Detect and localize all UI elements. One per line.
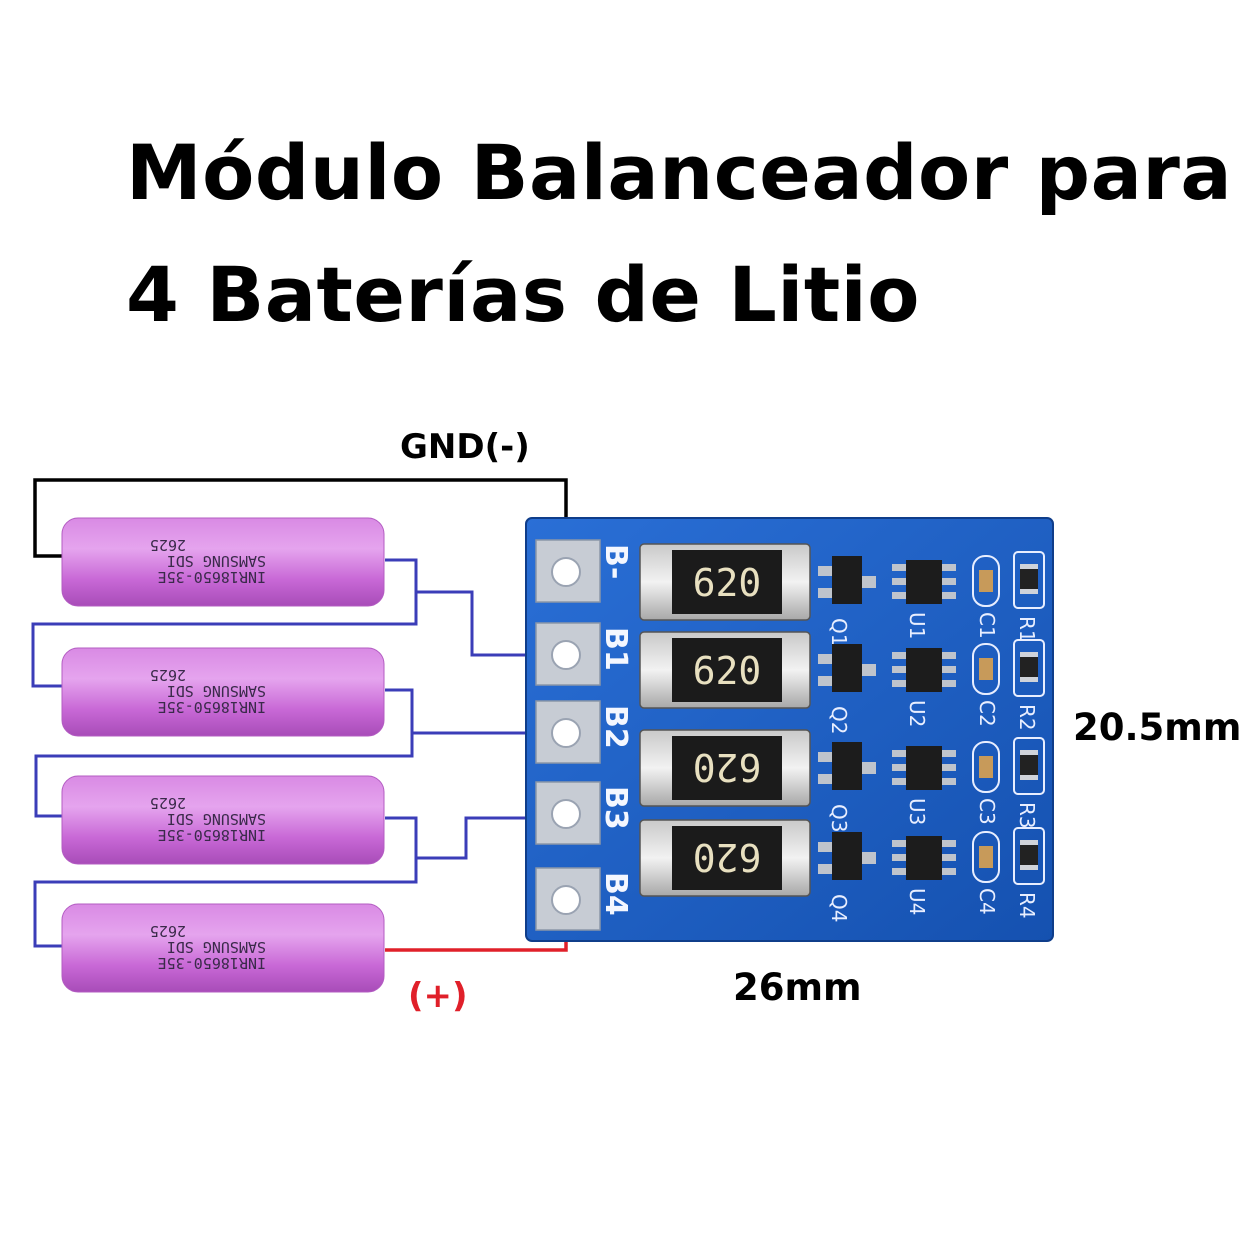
resistor-marking: 620 [693, 835, 762, 879]
pad-b3: B3 [535, 781, 633, 845]
battery-date-text: 2625 [150, 922, 186, 940]
title-line-2: 4 Baterías de Litio [126, 250, 920, 339]
transistor-label: Q3 [827, 804, 851, 832]
capacitor-label: C2 [975, 700, 999, 727]
resistor-r4: R4 [1013, 827, 1045, 919]
battery-model-text: INR18650-35E [158, 568, 266, 586]
pad-label: B3 [598, 786, 633, 830]
resistor-label: R3 [1015, 802, 1039, 829]
battery-brand-text: SAMSUNG SDI [167, 682, 266, 700]
wire-b1 [416, 590, 566, 657]
resistor-r2: R2 [1013, 639, 1045, 731]
gnd-wire [33, 478, 568, 572]
battery-brand-text: SAMSUNG SDI [167, 938, 266, 956]
height-dimension-label: 20.5mm [1073, 706, 1241, 749]
transistor-label: Q4 [827, 894, 851, 922]
transistor-label: Q1 [827, 618, 851, 646]
resistor-label: R4 [1015, 892, 1039, 919]
pad-b4: B4 [535, 867, 633, 931]
pad-b1: B1 [535, 622, 633, 686]
resistor-label: R1 [1015, 616, 1039, 643]
wire-bat2-bat3 [34, 688, 414, 818]
wire-bat1-bat2 [31, 558, 418, 688]
transistor-q3: Q3 [818, 742, 876, 832]
capacitor-label: C1 [975, 612, 999, 639]
wire-bat3-bat4 [33, 816, 418, 948]
pad-label: B1 [598, 627, 633, 671]
title-line-1: Módulo Balanceador para [126, 128, 1233, 217]
ic-label: U4 [905, 888, 929, 915]
battery-model-text: INR18650-35E [158, 698, 266, 716]
power-resistor: 620 [639, 543, 811, 621]
ic-label: U1 [905, 612, 929, 639]
transistor-q4: Q4 [818, 832, 876, 922]
positive-label: (+) [408, 976, 468, 1016]
capacitor-c2: C2 [972, 643, 1000, 727]
power-resistor: 620 [639, 729, 811, 807]
resistor-marking: 620 [693, 745, 762, 789]
transistor-q2: Q2 [818, 644, 876, 734]
battery-date-text: 2625 [150, 794, 186, 812]
ic-u2: U2 [892, 648, 956, 727]
power-resistor: 620 [639, 819, 811, 897]
capacitor-c4: C4 [972, 831, 1000, 915]
width-dimension-label: 26mm [733, 966, 862, 1009]
power-resistor: 620 [639, 631, 811, 709]
capacitor-label: C4 [975, 888, 999, 915]
ic-u4: U4 [892, 836, 956, 915]
resistor-label: R2 [1015, 704, 1039, 731]
gnd-label: GND(-) [400, 427, 530, 467]
pad-label: B- [598, 544, 633, 579]
ic-u1: U1 [892, 560, 956, 639]
resistor-marking: 620 [693, 561, 762, 605]
battery-date-text: 2625 [150, 536, 186, 554]
resistor-marking: 620 [693, 649, 762, 693]
pad-bminus: B- [535, 539, 633, 603]
transistor-q1: Q1 [818, 556, 876, 646]
battery-model-text: INR18650-35E [158, 826, 266, 844]
ic-u3: U3 [892, 746, 956, 825]
capacitor-label: C3 [975, 798, 999, 825]
battery-date-text: 2625 [150, 666, 186, 684]
pad-label: B4 [598, 872, 633, 916]
capacitor-c1: C1 [972, 555, 1000, 639]
resistor-r1: R1 [1013, 551, 1045, 643]
capacitor-c3: C3 [972, 741, 1000, 825]
ic-label: U3 [905, 798, 929, 825]
battery-brand-text: SAMSUNG SDI [167, 552, 266, 570]
pad-b2: B2 [535, 700, 633, 764]
pad-label: B2 [598, 705, 633, 749]
transistor-label: Q2 [827, 706, 851, 734]
battery-brand-text: SAMSUNG SDI [167, 810, 266, 828]
resistor-r3: R3 [1013, 737, 1045, 829]
ic-label: U2 [905, 700, 929, 727]
battery-model-text: INR18650-35E [158, 954, 266, 972]
wire-b3 [416, 816, 566, 860]
